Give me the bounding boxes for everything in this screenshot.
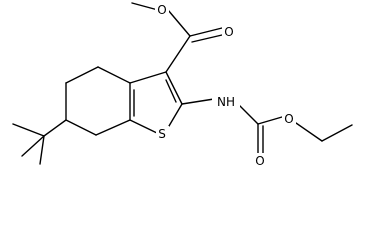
- bond: [131, 2, 159, 11]
- bond: [129, 119, 160, 135]
- bond: [191, 34, 223, 43]
- atom-label-oxygen: O: [255, 154, 264, 168]
- atom-label-sulfur: S: [158, 127, 166, 141]
- bond: [97, 66, 131, 84]
- bond: [65, 119, 97, 136]
- bond: [165, 79, 177, 103]
- bond: [181, 98, 215, 105]
- bond: [95, 119, 131, 136]
- bond: [65, 66, 99, 84]
- bond: [12, 123, 45, 137]
- bond: [321, 124, 353, 142]
- structure-canvas: O O NH O O S: [12, 2, 353, 169]
- molecule-drawing: O O NH O O S: [12, 2, 353, 169]
- bond: [189, 27, 223, 37]
- bond: [165, 35, 191, 73]
- atom-label-amine: NH: [217, 95, 235, 109]
- atom-label-oxygen: O: [224, 25, 233, 39]
- bond: [257, 116, 283, 125]
- bond: [168, 103, 183, 127]
- bond: [21, 135, 45, 157]
- bond: [237, 103, 259, 125]
- bond: [43, 119, 67, 137]
- bond: [129, 71, 167, 84]
- bond: [165, 71, 183, 105]
- atom-label-oxygen: O: [157, 3, 166, 17]
- bond: [167, 9, 191, 37]
- atom-label-oxygen: O: [284, 112, 293, 126]
- bond: [295, 122, 323, 142]
- bond: [39, 135, 45, 165]
